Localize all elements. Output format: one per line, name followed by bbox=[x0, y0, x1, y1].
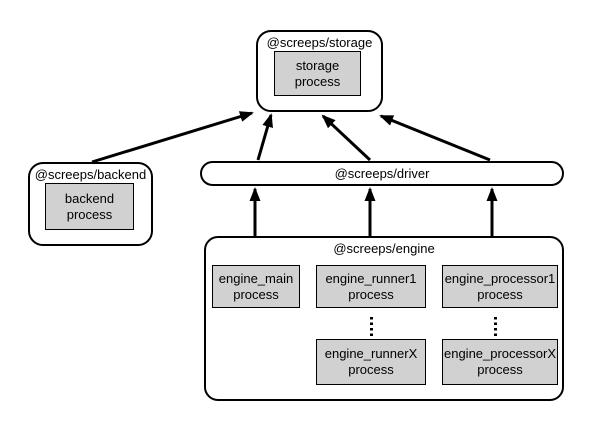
edge-backend-to-storage bbox=[91, 111, 254, 164]
edge-driver-to-storage-2 bbox=[321, 114, 372, 162]
vertical-ellipsis-runner bbox=[370, 317, 373, 337]
vertical-ellipsis-processor bbox=[494, 317, 497, 337]
process-label-line2: process bbox=[348, 362, 394, 377]
process-label-line2: process bbox=[294, 73, 341, 89]
process-label-line1: engine_runner1 bbox=[325, 270, 417, 286]
node-title-backend: @screeps/backend bbox=[34, 167, 147, 182]
process-label-line2: process bbox=[477, 286, 523, 302]
process-label-line1: engine_runnerX bbox=[324, 346, 418, 361]
process-box-storage: storage process bbox=[274, 51, 361, 96]
process-box-engine-processorX: engine_processorX process bbox=[442, 339, 558, 385]
node-screeps-storage: @screeps/storage storage process bbox=[256, 30, 383, 112]
node-screeps-engine: @screeps/engine engine_main process engi… bbox=[204, 236, 564, 401]
process-label-line2: process bbox=[66, 206, 113, 222]
process-box-engine-processor1: engine_processor1 process bbox=[442, 265, 558, 308]
process-box-backend: backend process bbox=[45, 183, 134, 230]
process-box-engine-runnerX: engine_runnerX process bbox=[316, 339, 426, 385]
node-title-storage: @screeps/storage bbox=[266, 35, 373, 50]
process-label-line2: process bbox=[348, 286, 394, 302]
process-label-line1: storage bbox=[295, 57, 340, 73]
node-screeps-driver: @screeps/driver bbox=[200, 161, 564, 186]
process-label-line1: engine_main bbox=[218, 270, 294, 286]
process-label-line2: process bbox=[477, 362, 523, 377]
node-title-engine: @screeps/engine bbox=[333, 241, 435, 256]
process-label-line1: backend bbox=[64, 190, 115, 206]
edge-driver-to-storage-1 bbox=[256, 113, 273, 161]
process-box-engine-main: engine_main process bbox=[212, 265, 300, 308]
process-label-line2: process bbox=[233, 286, 279, 302]
process-label-line1: engine_processor1 bbox=[444, 270, 556, 286]
edge-driver-to-storage-3 bbox=[379, 114, 491, 162]
process-label-line1: engine_processorX bbox=[443, 346, 557, 361]
process-box-engine-runner1: engine_runner1 process bbox=[316, 265, 426, 308]
node-title-driver: @screeps/driver bbox=[334, 166, 430, 181]
node-screeps-backend: @screeps/backend backend process bbox=[28, 162, 153, 246]
